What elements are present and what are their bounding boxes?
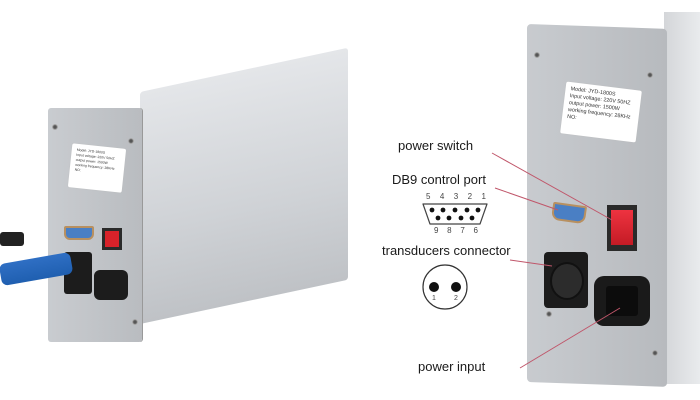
- label-power-input: power input: [418, 359, 486, 374]
- power-inlet-icon: [94, 270, 128, 300]
- db9-pinout-diagram: 5 4 3 2 1 9 8 7 6: [420, 192, 490, 238]
- transducer-connector-icon: [544, 252, 588, 308]
- black-cable: [0, 232, 24, 246]
- screw-icon: [132, 319, 138, 325]
- screw-icon: [652, 350, 658, 356]
- right-unit-side-body: [664, 12, 700, 384]
- label-db9-control-port: DB9 control port: [392, 172, 486, 187]
- power-switch-red: [102, 228, 122, 250]
- power-switch-red: [607, 205, 637, 251]
- screw-icon: [647, 72, 653, 78]
- transducer-pinout-diagram: 1 2: [420, 262, 470, 312]
- screw-icon: [52, 124, 58, 130]
- db9-port-icon: [64, 226, 94, 240]
- db9-connector-shape: [422, 203, 488, 225]
- label-transducers-connector: transducers connector: [382, 243, 511, 258]
- transducer-connector-shape: [422, 264, 468, 310]
- label-power-switch: power switch: [398, 138, 474, 153]
- screw-icon: [128, 138, 134, 144]
- screw-icon: [534, 52, 540, 58]
- screw-icon: [546, 311, 552, 317]
